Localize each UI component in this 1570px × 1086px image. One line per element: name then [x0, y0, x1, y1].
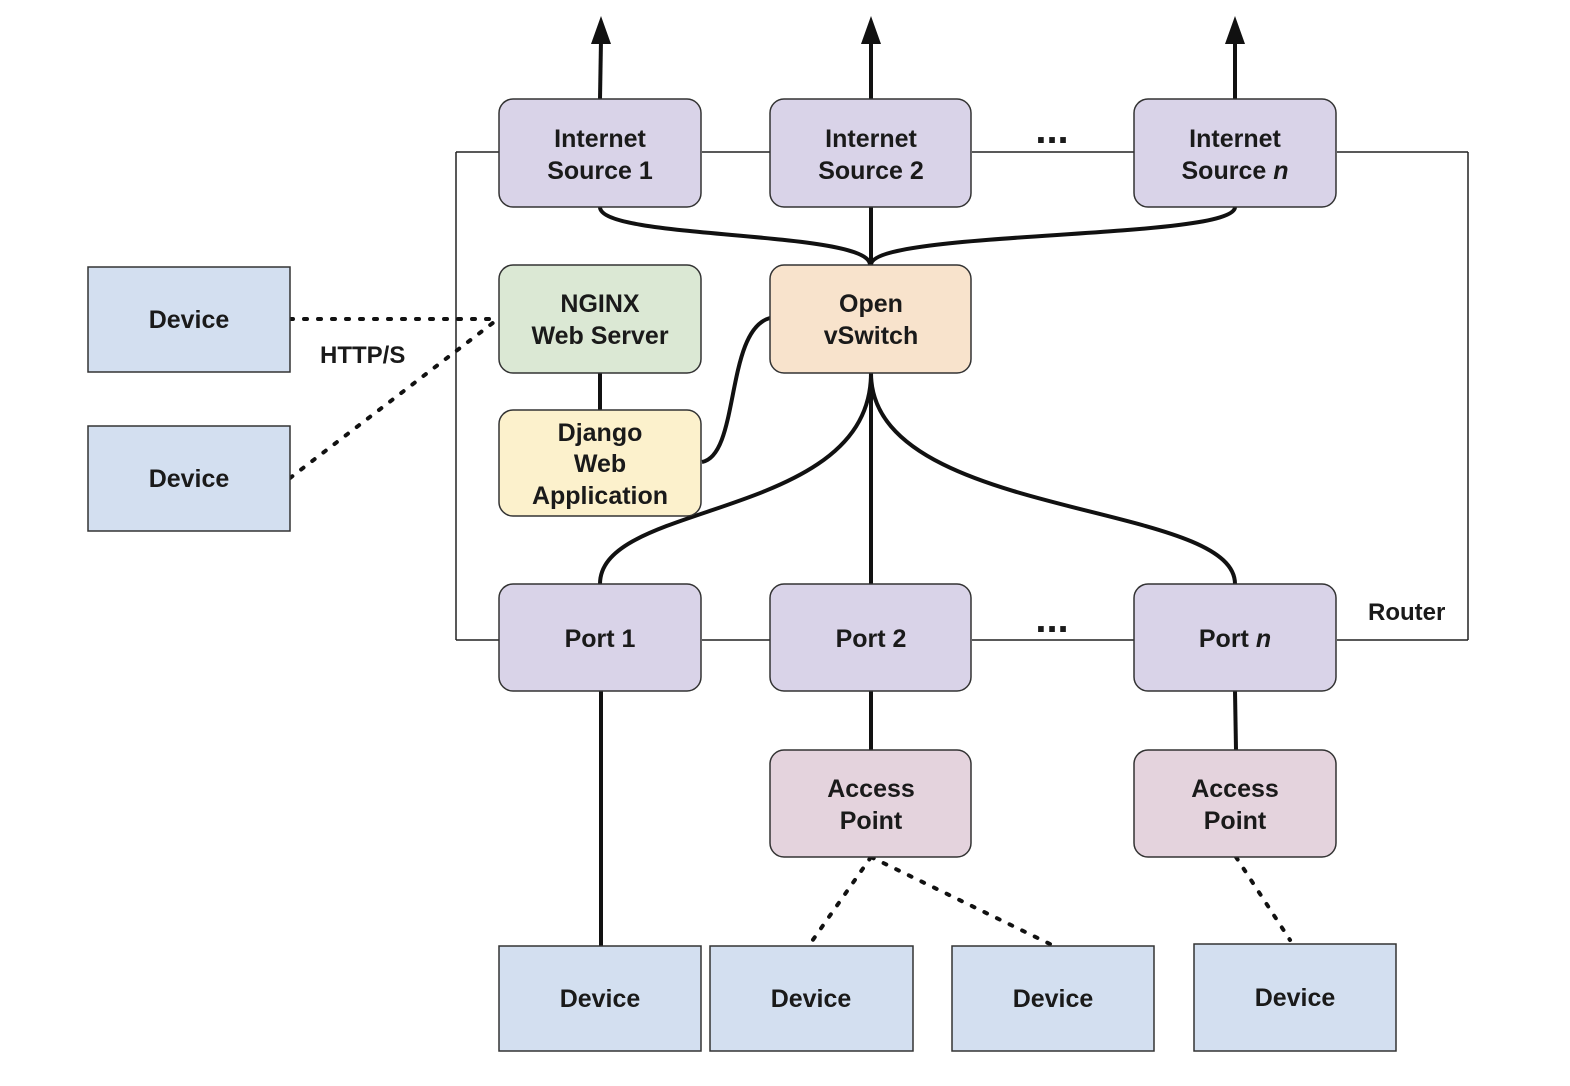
nginx-line-2: Web Server — [531, 322, 668, 350]
internet-source-n-line-2: Source n — [1182, 157, 1289, 185]
ellipsis-top: ... — [1035, 108, 1068, 152]
ellipsis-bottom: ... — [1035, 597, 1068, 641]
router-label: Router — [1368, 599, 1445, 626]
device-label: Device — [1013, 985, 1094, 1013]
http-label: HTTP/S — [320, 342, 405, 369]
access-point-n-node: Access Point — [1133, 749, 1337, 858]
arrow-up-icon — [1225, 16, 1245, 44]
uplink-arrows — [591, 16, 1245, 100]
port-n-italic: n — [1256, 625, 1271, 653]
open-vswitch-node: Open vSwitch — [769, 264, 972, 374]
access-point-2-node: Access Point — [769, 749, 972, 858]
port-2-label: Port 2 — [836, 625, 907, 653]
wireless-connections — [288, 317, 1292, 946]
arrow-up-icon — [591, 16, 611, 44]
ovs-line-1: Open — [839, 290, 903, 318]
nginx-line-1: NGINX — [560, 290, 640, 318]
internet-source-n-line-1: Internet — [1189, 125, 1281, 153]
arrow-up-icon — [861, 16, 881, 44]
device-node: Device — [1193, 943, 1397, 1052]
internet-source-1-line-1: Internet — [554, 125, 646, 153]
device-label: Device — [149, 465, 230, 493]
device-node: Device — [709, 945, 914, 1052]
internet-source-n-node: Internet Source n — [1133, 98, 1337, 208]
access-point-n-line-2: Point — [1204, 807, 1267, 835]
django-web-application-node: Django Web Application — [498, 409, 702, 517]
port-n-node: Port n — [1133, 583, 1337, 692]
port-2-node: Port 2 — [769, 583, 972, 692]
device-node: Device — [951, 945, 1155, 1052]
port-n-label: Port n — [1199, 625, 1271, 653]
internet-source-1-line-2: Source 1 — [547, 157, 653, 185]
nginx-web-server-node: NGINX Web Server — [498, 264, 702, 374]
django-line-2: Web — [574, 450, 626, 478]
ovs-line-2: vSwitch — [824, 322, 918, 350]
port-n-prefix: Port — [1199, 625, 1256, 653]
internet-source-n-prefix: Source — [1182, 157, 1274, 185]
device-label: Device — [149, 306, 230, 334]
internet-source-n-italic: n — [1273, 157, 1288, 185]
device-node: Device — [87, 266, 291, 373]
device-node: Device — [498, 945, 702, 1052]
router-boundary — [455, 151, 1469, 641]
port-1-label: Port 1 — [565, 625, 636, 653]
access-point-2-line-1: Access — [827, 775, 915, 803]
internet-source-2-line-1: Internet — [825, 125, 917, 153]
internet-source-2-line-2: Source 2 — [818, 157, 924, 185]
access-point-n-line-1: Access — [1191, 775, 1279, 803]
access-point-2-line-2: Point — [840, 807, 903, 835]
internet-source-1-node: Internet Source 1 — [498, 98, 702, 208]
internet-source-2-node: Internet Source 2 — [769, 98, 972, 208]
wired-connections — [598, 206, 1238, 946]
django-line-3: Application — [532, 482, 668, 510]
device-node: Device — [87, 425, 291, 532]
port-1-node: Port 1 — [498, 583, 702, 692]
device-label: Device — [560, 985, 641, 1013]
device-label: Device — [771, 985, 852, 1013]
django-line-1: Django — [558, 419, 643, 447]
device-label: Device — [1255, 984, 1336, 1012]
